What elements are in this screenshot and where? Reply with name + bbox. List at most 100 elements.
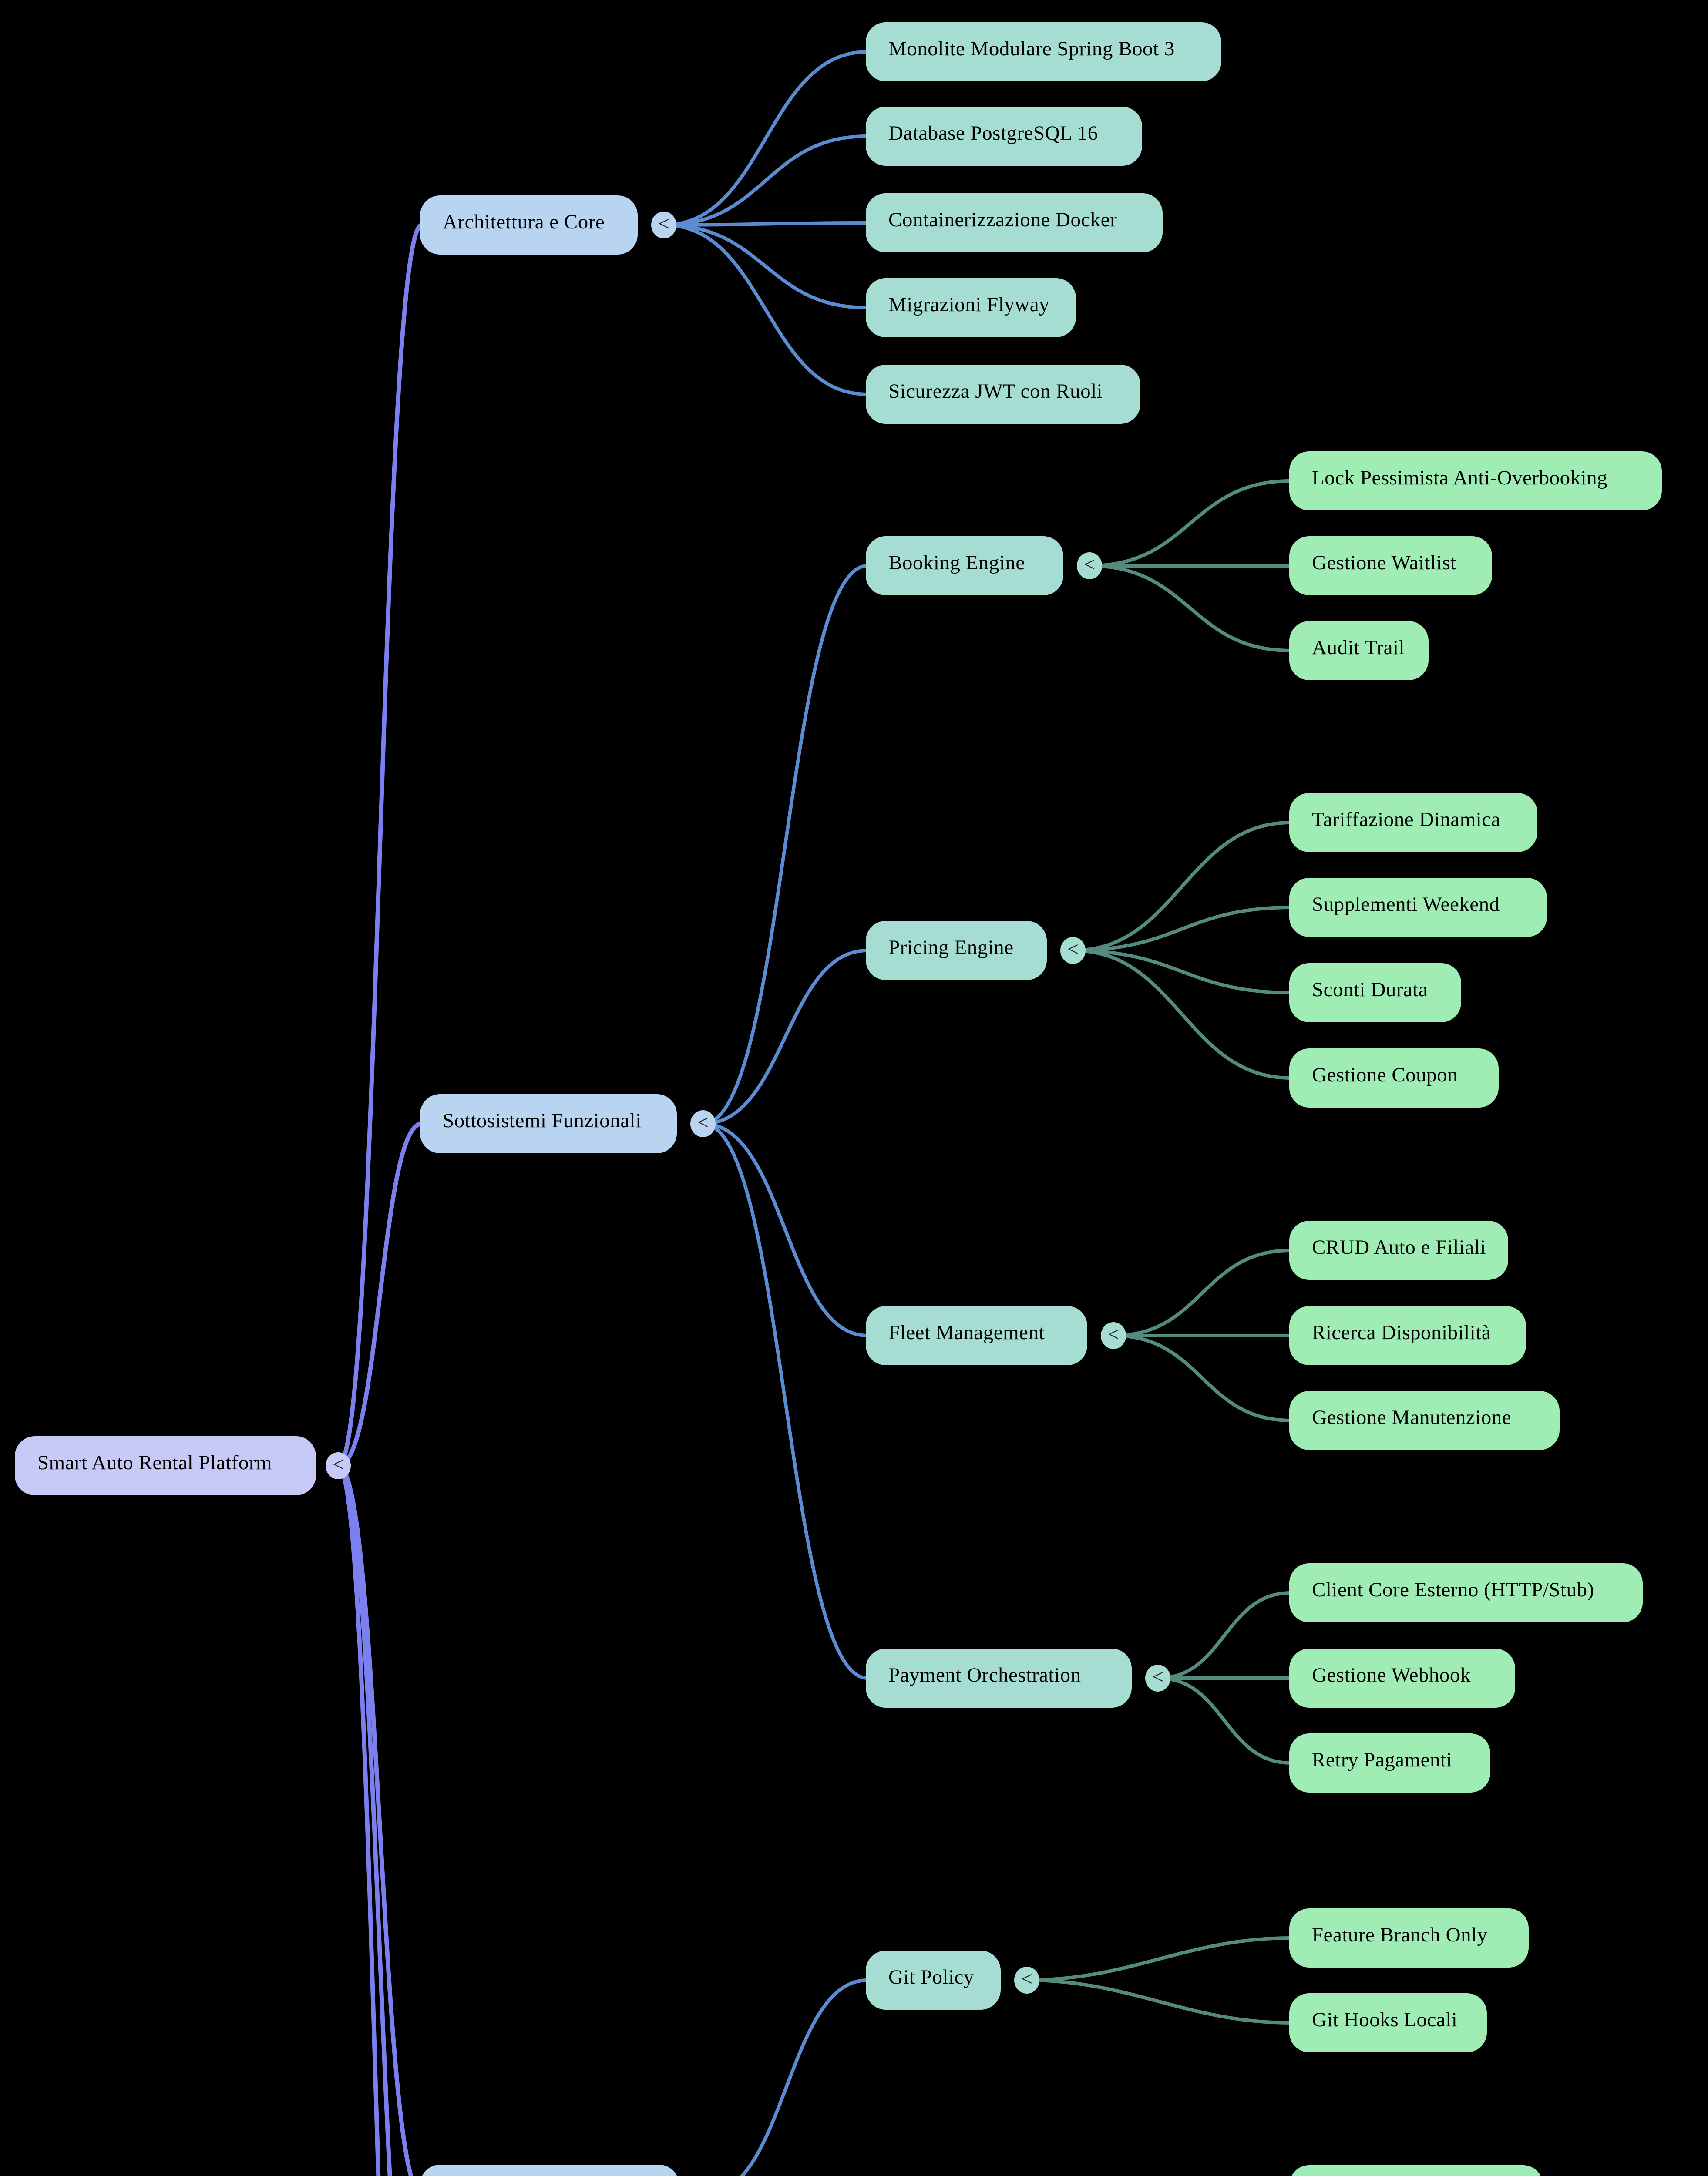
node-label: Git Hooks Locali <box>1312 2008 1458 2031</box>
node-label: Feature Branch Only <box>1312 1924 1488 1946</box>
edge-sottosistemi-to-payment <box>701 1122 869 1680</box>
mindmap-node-crud[interactable]: CRUD Auto e Filiali <box>1289 1221 1508 1280</box>
node-label: CRUD Auto e Filiali <box>1312 1236 1486 1259</box>
edge-architettura-to-database <box>662 134 869 227</box>
node-label: Audit Trail <box>1312 636 1405 659</box>
chevron-left-icon: < <box>1152 1666 1163 1688</box>
mindmap-node-architettura[interactable]: Architettura e Core <box>420 195 638 255</box>
mindmap-node-tariffazione[interactable]: Tariffazione Dinamica <box>1289 793 1537 852</box>
mindmap-node-container[interactable]: Containerizzazione Docker <box>866 193 1163 252</box>
edge-root-to-osservabilita <box>336 1464 381 2176</box>
mindmap-node-monolite[interactable]: Monolite Modulare Spring Boot 3 <box>866 22 1221 81</box>
mindmap-node-pricing[interactable]: Pricing Engine <box>866 921 1047 980</box>
node-label: Pricing Engine <box>888 936 1014 959</box>
mindmap-node-payment[interactable]: Payment Orchestration <box>866 1649 1132 1708</box>
mindmap-node-supplementi[interactable]: Supplementi Weekend <box>1289 878 1547 937</box>
edge-architettura-to-monolite <box>662 50 869 227</box>
node-label: Sicurezza JWT con Ruoli <box>888 380 1103 403</box>
mindmap-node-githooks[interactable]: Git Hooks Locali <box>1289 1993 1487 2052</box>
edge-payment-to-retry <box>1156 1676 1293 1765</box>
node-label: Sconti Durata <box>1312 978 1428 1001</box>
edge-sottosistemi-to-booking <box>701 564 869 1125</box>
edge-pricing-to-supplementi <box>1071 906 1293 952</box>
mindmap-node-fleet[interactable]: Fleet Management <box>866 1306 1087 1365</box>
node-label: Lock Pessimista Anti-Overbooking <box>1312 467 1608 489</box>
chevron-left-icon: < <box>1067 938 1079 960</box>
chevron-left-icon: < <box>1021 1968 1032 1990</box>
edge-pricing-to-coupon <box>1071 949 1293 1080</box>
edge-root-to-sottosistemi <box>336 1122 424 1468</box>
node-label: Gestione Coupon <box>1312 1064 1458 1086</box>
collapse-toggle-pricing[interactable]: < <box>1060 937 1086 964</box>
mindmap-node-featurebranch[interactable]: Feature Branch Only <box>1289 1908 1529 1968</box>
edge-gitpolicy-to-featurebranch <box>1025 1936 1293 1982</box>
edge-architettura-to-migrazioni <box>662 223 869 309</box>
mindmap-node-root[interactable]: Smart Auto Rental Platform <box>15 1436 316 1495</box>
collapse-toggle-architettura[interactable]: < <box>651 212 676 238</box>
node-label: Monolite Modulare Spring Boot 3 <box>888 37 1175 60</box>
collapse-toggle-sottosistemi[interactable]: < <box>690 1110 716 1137</box>
node-label: Retry Pagamenti <box>1312 1749 1452 1771</box>
edge-governance-to-gitpolicy <box>740 1978 869 2176</box>
node-label: Gestione Webhook <box>1312 1664 1471 1686</box>
node-label: Tariffazione Dinamica <box>1312 808 1501 831</box>
collapse-toggle-gitpolicy[interactable]: < <box>1014 1967 1039 1994</box>
mindmap-node-booking[interactable]: Booking Engine <box>866 536 1063 595</box>
mindmap-node-unittest[interactable]: Unit e Integration Test <box>1289 2165 1543 2176</box>
collapse-toggle-booking[interactable]: < <box>1077 552 1102 579</box>
chevron-left-icon: < <box>697 1111 709 1133</box>
edge-fleet-to-crud <box>1112 1249 1293 1337</box>
mindmap-node-coupon[interactable]: Gestione Coupon <box>1289 1048 1499 1108</box>
edge-gitpolicy-to-githooks <box>1025 1978 1293 2025</box>
collapse-toggle-root[interactable]: < <box>326 1452 351 1479</box>
collapse-toggle-fleet[interactable]: < <box>1101 1322 1126 1349</box>
mindmap-node-lock[interactable]: Lock Pessimista Anti-Overbooking <box>1289 451 1662 510</box>
mindmap-node-retry[interactable]: Retry Pagamenti <box>1289 1733 1490 1793</box>
edge-booking-to-lock <box>1088 479 1293 568</box>
chevron-left-icon: < <box>1084 553 1095 575</box>
edge-pricing-to-tariffazione <box>1071 821 1293 952</box>
node-label: Supplementi Weekend <box>1312 893 1500 916</box>
node-label: Git Policy <box>888 1966 974 1988</box>
collapse-toggle-payment[interactable]: < <box>1145 1665 1170 1692</box>
edge-root-to-architettura <box>336 223 424 1468</box>
node-label: Fleet Management <box>888 1321 1045 1344</box>
edge-architettura-to-container <box>662 221 869 227</box>
edge-booking-to-audit <box>1088 564 1293 652</box>
node-label: Payment Orchestration <box>888 1664 1081 1686</box>
node-label: Gestione Manutenzione <box>1312 1406 1512 1429</box>
mindmap-node-waitlist[interactable]: Gestione Waitlist <box>1289 536 1492 595</box>
mindmap-node-gitpolicy[interactable]: Git Policy <box>866 1951 1001 2010</box>
node-label: Sottosistemi Funzionali <box>443 1109 642 1132</box>
edge-root-to-ia <box>336 1464 392 2176</box>
node-label: Ricerca Disponibilità <box>1312 1321 1491 1344</box>
chevron-left-icon: < <box>658 212 669 235</box>
node-label: Smart Auto Rental Platform <box>37 1451 272 1474</box>
edge-pricing-to-sconti <box>1071 949 1293 994</box>
mindmap-node-sconti[interactable]: Sconti Durata <box>1289 963 1461 1022</box>
node-label: Containerizzazione Docker <box>888 208 1117 231</box>
edge-payment-to-clientcore <box>1156 1591 1293 1680</box>
mindmap-node-sottosistemi[interactable]: Sottosistemi Funzionali <box>420 1094 677 1153</box>
mindmap-node-database[interactable]: Database PostgreSQL 16 <box>866 107 1142 166</box>
mindmap-node-migrazioni[interactable]: Migrazioni Flyway <box>866 278 1076 337</box>
edge-fleet-to-manutenzione <box>1112 1334 1293 1422</box>
mindmap-node-governance[interactable]: Governance e Sviluppo <box>420 2165 679 2176</box>
node-label: Gestione Waitlist <box>1312 551 1456 574</box>
edge-root-to-governance <box>336 1464 414 2176</box>
mindmap-node-sicurezza[interactable]: Sicurezza JWT con Ruoli <box>866 365 1140 424</box>
chevron-left-icon: < <box>1108 1323 1119 1345</box>
node-label: Migrazioni Flyway <box>888 293 1050 316</box>
mindmap-node-clientcore[interactable]: Client Core Esterno (HTTP/Stub) <box>1289 1563 1643 1622</box>
edge-sottosistemi-to-fleet <box>701 1122 869 1337</box>
node-label: Architettura e Core <box>443 211 605 233</box>
mindmap-node-manutenzione[interactable]: Gestione Manutenzione <box>1289 1391 1560 1450</box>
mindmap-node-webhook[interactable]: Gestione Webhook <box>1289 1649 1515 1708</box>
chevron-left-icon: < <box>333 1453 344 1475</box>
mindmap-node-ricerca[interactable]: Ricerca Disponibilità <box>1289 1306 1526 1365</box>
node-label: Database PostgreSQL 16 <box>888 122 1098 144</box>
mindmap-node-audit[interactable]: Audit Trail <box>1289 621 1429 680</box>
node-label: Booking Engine <box>888 551 1025 574</box>
